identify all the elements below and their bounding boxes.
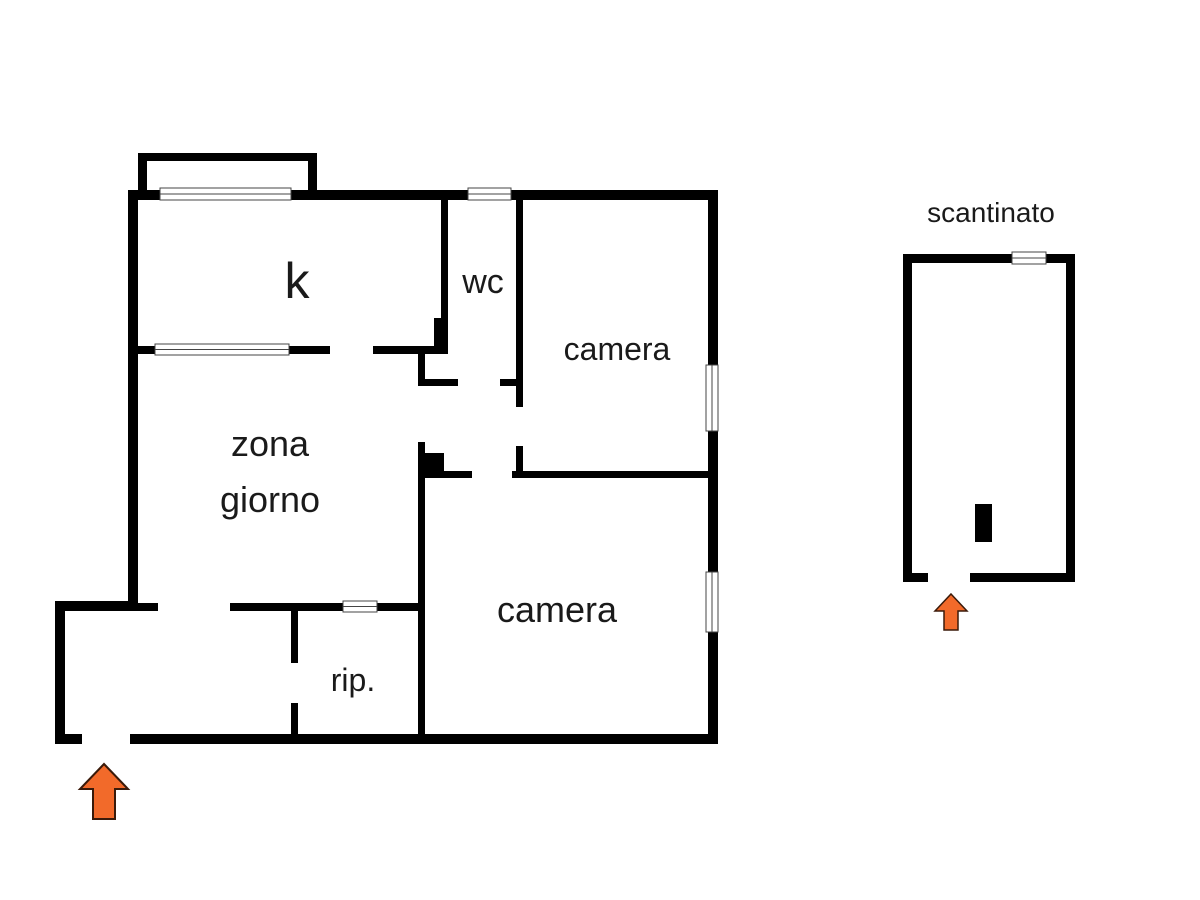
- central-wall: [418, 442, 425, 744]
- entrance-wall-top: [55, 601, 138, 611]
- central-wall: [418, 471, 472, 478]
- outer-wall-left: [128, 190, 138, 610]
- living-wall-bottom: [128, 603, 158, 611]
- corridor-wall: [418, 379, 458, 386]
- kitchen-wall: [373, 346, 448, 354]
- living-wall-bottom: [230, 603, 425, 611]
- camera-bottom-label: camera: [497, 589, 618, 630]
- camera-wall: [512, 471, 718, 478]
- wc-wall: [434, 318, 448, 354]
- rip-label: rip.: [331, 662, 375, 698]
- balcony-wall: [138, 153, 147, 198]
- basement-column: [975, 504, 992, 542]
- basement-title: scantinato: [927, 197, 1055, 228]
- basement-wall-left: [903, 254, 912, 582]
- outer-wall-bottom: [55, 734, 82, 744]
- basement-wall-top: [903, 254, 1075, 263]
- wc-wall: [516, 200, 523, 382]
- basement-wall-bottom: [903, 573, 928, 582]
- balcony-wall: [308, 153, 317, 198]
- zona-giorno-label-line1: zona: [231, 423, 310, 464]
- wc-wall: [441, 200, 448, 354]
- apartment-walls: [55, 153, 718, 744]
- arrow-up-icon: [933, 592, 969, 631]
- rip-wall: [291, 603, 298, 663]
- outer-wall-top: [128, 190, 718, 200]
- kitchen-label: k: [285, 253, 311, 309]
- rip-wall: [291, 703, 298, 744]
- entrance-wall-left: [55, 601, 65, 744]
- camera-top-label: camera: [564, 331, 671, 367]
- zona-giorno-label-line2: giorno: [220, 479, 320, 520]
- basement-walls: [903, 254, 1075, 582]
- corridor-wall: [500, 379, 523, 386]
- arrow-up-icon: [77, 762, 131, 820]
- basement-wall-right: [1066, 254, 1075, 582]
- wc-label: wc: [461, 263, 504, 301]
- outer-wall-right: [708, 190, 718, 744]
- windows: [154, 187, 719, 633]
- corridor-wall: [418, 346, 425, 386]
- camera-wall: [516, 446, 523, 476]
- balcony-wall: [138, 153, 316, 161]
- corridor-wall: [516, 379, 523, 407]
- basement-wall-bottom: [970, 573, 1075, 582]
